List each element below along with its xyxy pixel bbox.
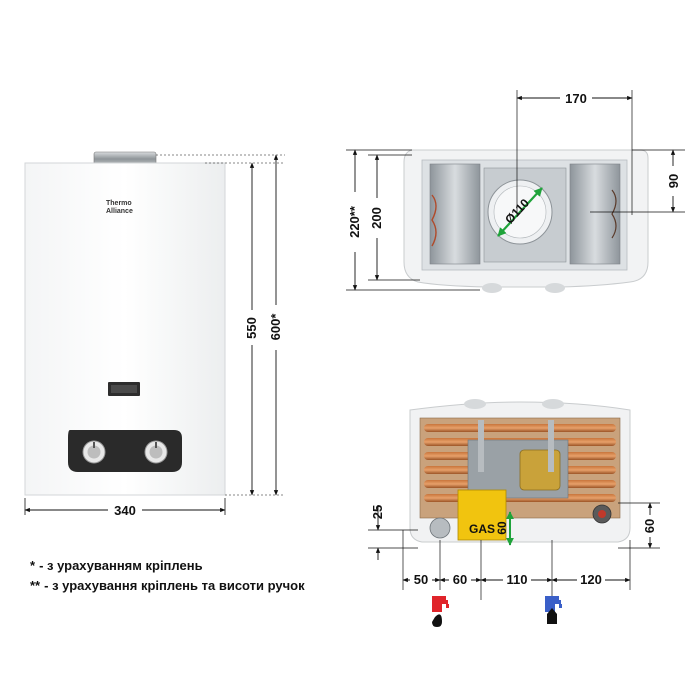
drop-icon	[432, 614, 442, 627]
gas-valve-label: GAS	[469, 522, 495, 536]
battery-cap	[429, 517, 451, 539]
brand-logo-line1: Thermo	[106, 200, 132, 207]
footnote-text: - з урахування кріплень та висоти ручок	[44, 578, 305, 593]
house-icon	[547, 608, 557, 624]
bottom-gas-spacing-label: 60	[453, 572, 467, 587]
top-depth-body-label: 200	[369, 207, 384, 229]
gas-valve-block	[457, 489, 507, 541]
bottom-height-middle-label: 60	[495, 521, 509, 535]
flue-offset-label: 170	[565, 91, 587, 106]
brand-logo-line2: Alliance	[106, 208, 133, 215]
footnote-double: **- з урахування кріплень та висоти ручо…	[30, 578, 305, 593]
hot-water-tap-icon	[432, 596, 449, 612]
top-depth-total-label: 220**	[347, 205, 362, 238]
footnote-mark: *	[30, 558, 36, 573]
bottom-pipe-spacing-label: 110	[507, 572, 528, 587]
fan-housing-left	[429, 163, 481, 265]
bottom-view: GAS 60 25 60 50 60 110 120	[368, 399, 660, 627]
cold-water-tap-icon	[545, 596, 562, 612]
front-height-body-label: 550	[244, 317, 259, 339]
footnote-mark: **	[30, 578, 41, 593]
bottom-left-offset-label: 50	[414, 572, 428, 587]
bottom-height-right-label: 60	[642, 519, 657, 533]
top-view: Ø110 170 90 220** 200	[346, 90, 685, 293]
flue-depth-label: 90	[666, 174, 681, 188]
front-width-label: 340	[114, 503, 136, 518]
front-view: Thermo Alliance 340 550 600*	[24, 151, 285, 518]
bottom-right-offset-label: 120	[580, 572, 602, 587]
flue-diameter-arrow	[497, 187, 543, 237]
bottom-height-left-label: 25	[370, 505, 385, 519]
footnote-text: - з урахуванням кріплень	[39, 558, 203, 573]
front-height-total-label: 600*	[268, 313, 283, 341]
footnote-single: *- з урахуванням кріплень	[30, 558, 203, 573]
